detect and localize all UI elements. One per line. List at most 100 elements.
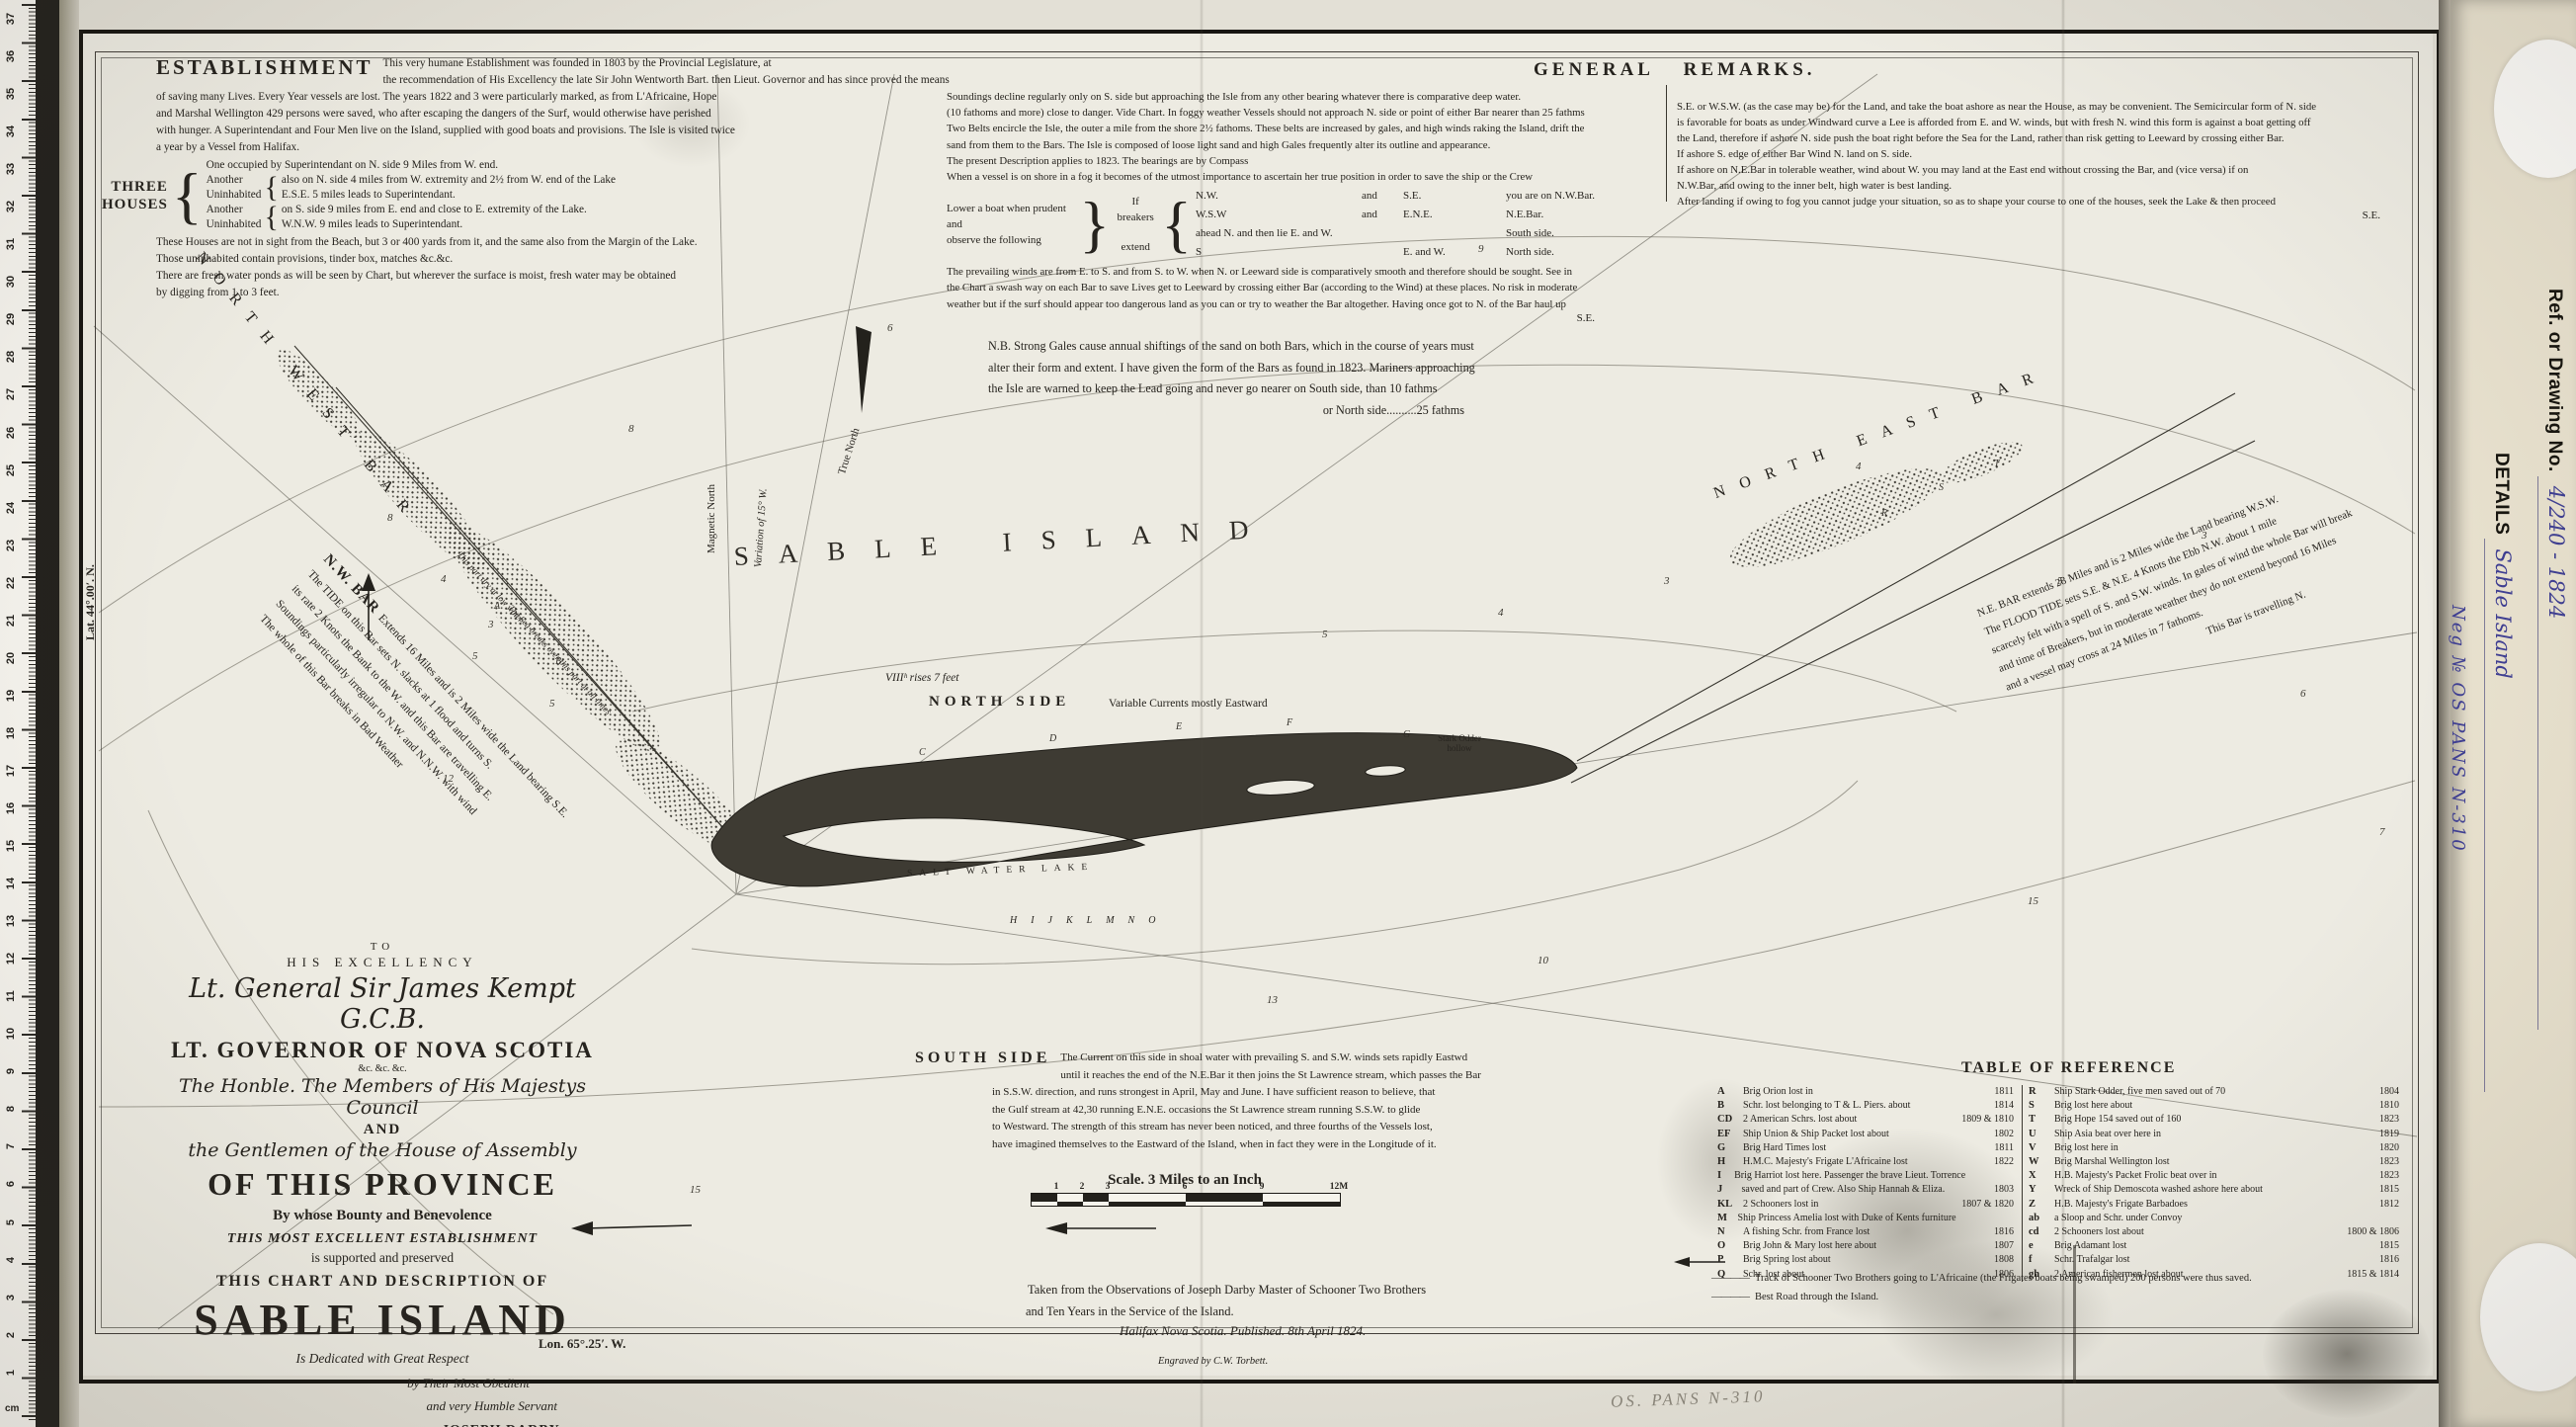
text-line: N.W.Bar, and owing to the inner belt, hi…: [1677, 180, 1953, 192]
depth-contours: [98, 235, 2416, 1315]
table-row: B Schr. lost belonging to T & L. Piers. …: [1717, 1100, 2014, 1112]
text-line: of saving many Lives. Every Year vessels…: [156, 91, 717, 103]
dedication-title: SABLE ISLAND: [194, 1296, 571, 1344]
establishment-note: ESTABLISHMENT This very humane Establish…: [102, 55, 950, 301]
table-row: W Brig Marshal Wellington lost 1823: [2029, 1156, 2399, 1168]
reference-table-title: TABLE OF REFERENCE: [1961, 1059, 2177, 1076]
ruler-number: 28: [4, 351, 17, 364]
text-line: with hunger. A Superintendant and Four M…: [156, 125, 735, 136]
longitude-label: Lon. 65°.25′. W.: [539, 1336, 626, 1351]
depth-sounding: 8: [387, 512, 393, 524]
house-line: W.N.W. 9 miles leads to Superintendant.: [281, 218, 463, 230]
text-line: After landing if owing to fog you cannot…: [1677, 196, 2276, 208]
dedication-chart-of: THIS CHART AND DESCRIPTION OF: [215, 1273, 549, 1290]
ruler-number: 1: [4, 1369, 17, 1376]
text-line: When a vessel is on shore in a fog it be…: [947, 171, 1534, 184]
ruler-number: 14: [4, 877, 17, 890]
table-row: cd 2 Schooners lost about 1800 & 1806: [2029, 1226, 2399, 1238]
ruler-number: 35: [4, 87, 17, 101]
ruler-number: 12: [4, 953, 17, 965]
text-line: There are fresh water ponds as will be s…: [156, 270, 677, 282]
table-row: T Brig Hope 154 saved out of 160 1823: [2029, 1114, 2399, 1126]
wreck-letter: S: [1939, 482, 1944, 493]
imprint-line: Taken from the Observations of Joseph Da…: [1028, 1283, 1427, 1297]
three-houses: THREE HOUSES { One occupied by Superinte…: [102, 158, 838, 232]
ruler-number: 3: [4, 1294, 17, 1301]
card-cutout: [2480, 1243, 2576, 1391]
nb-warning-note: N.B. Strong Gales cause annual shiftings…: [988, 336, 1534, 421]
dedication-province: OF THIS PROVINCE: [208, 1166, 557, 1202]
table-row: Y Wreck of Ship Demoscota washed ashore …: [2029, 1184, 2399, 1196]
text-line: Soundings decline regularly only on S. s…: [947, 91, 1522, 103]
text-line: weather but if the surf should appear to…: [947, 297, 1566, 310]
breaker-intro: Lower a boat when prudent and: [947, 203, 1066, 231]
depth-sounding: 4: [441, 573, 447, 585]
table-row: X H.B. Majesty's Packet Frolic beat over…: [2029, 1170, 2399, 1182]
text-line: have imagined themselves to the Eastward…: [992, 1137, 1437, 1150]
chart-border-inner2: [101, 57, 2413, 1328]
text-line: Those uninhabited contain provisions, ti…: [156, 253, 454, 265]
sheet-gap-shadow: [2439, 0, 2451, 1427]
imprint-line: and Ten Years in the Service of the Isla…: [1026, 1304, 1234, 1318]
houses-label: HOUSES: [102, 196, 168, 212]
text-line: N.B. Strong Gales cause annual shiftings…: [988, 339, 1474, 353]
dedication-assembly: the Gentlemen of the House of Assembly: [188, 1139, 577, 1161]
dedication-cartouche: TO HIS EXCELLENCY Lt. General Sir James …: [148, 941, 617, 1427]
ruler-unit-label: cm: [5, 1403, 20, 1414]
south-side-note: SOUTH SIDE The Current on this side in s…: [915, 1049, 1537, 1154]
legend-line-symbol: ————: [1711, 1273, 1750, 1284]
breaker-row: W.S.W and E.N.E. N.E.Bar.: [1196, 209, 1544, 221]
legend-line: ————Track of Schooner Two Brothers going…: [1711, 1273, 2252, 1284]
text-line: The present Description applies to 1823.…: [947, 154, 1249, 167]
reference-table: A Brig Orion lost in 1811 B Schr. lost b…: [1717, 1085, 2399, 1282]
ruler-number: 7: [4, 1143, 17, 1150]
ruler-number: 26: [4, 426, 17, 439]
text-line: The Current on this side in shoal water …: [1060, 1051, 1468, 1063]
dedication-etc: &c. &c. &c.: [358, 1063, 407, 1074]
scale-tick-label: 3: [1105, 1182, 1111, 1192]
ruler-number: 6: [4, 1181, 17, 1188]
shore-reference-letters: HIJKLMNO: [1010, 915, 1170, 926]
breaker-mid: extend: [1121, 241, 1150, 254]
ruler-number: 20: [4, 651, 17, 664]
brace-glyph: {: [264, 171, 279, 204]
depth-sounding: 3: [1664, 575, 1670, 587]
ruler-number: 2: [4, 1331, 17, 1338]
text-line: by digging from 1 to 3 feet.: [156, 287, 280, 298]
ruler-number: 29: [4, 313, 17, 326]
rhumb-lines: [93, 73, 2418, 1330]
table-row: N A fishing Schr. from France lost 1816: [1717, 1226, 2014, 1238]
depth-sounding: 8: [628, 423, 634, 435]
text-line: S.E. or W.S.W. (as the case may be) for …: [1677, 101, 2317, 113]
wreck-letter: T: [1994, 459, 2000, 469]
ruler-number: 24: [4, 501, 17, 514]
dedication-supported: is supported and preserved: [310, 1250, 455, 1265]
depth-sounding: 4: [1856, 461, 1862, 472]
ruler-number: 31: [4, 238, 17, 251]
sand-bars: [276, 348, 2024, 853]
text-line: until it reaches the end of the N.E.Bar …: [1060, 1068, 1481, 1081]
archive-label-card: [2451, 0, 2576, 1427]
depth-sounding: 4: [1498, 607, 1504, 619]
depth-sounding: 6: [887, 322, 893, 334]
wreck-letter: F: [1287, 717, 1293, 728]
legend-line-symbol: ————: [1711, 1292, 1750, 1302]
latitude-label: Lat. 44°.00′. N.: [83, 564, 97, 640]
ruler-number: 11: [4, 990, 17, 1003]
table-row: V Brig lost here in 1820: [2029, 1141, 2399, 1153]
dedication-governor: LT. GOVERNOR OF NOVA SCOTIA: [171, 1038, 594, 1062]
wreck-letter: C: [919, 747, 926, 758]
general-remarks: S.E. or W.S.W. (as the case may be) for …: [1677, 99, 2420, 221]
general-remarks-title: GENERAL REMARKS.: [1534, 59, 1816, 80]
house-label: Another: [206, 204, 243, 215]
establishment-footnotes: These Houses are not in sight from the B…: [156, 234, 838, 301]
table-row: J saved and part of Crew. Also Ship Hann…: [1717, 1184, 2014, 1196]
ruler-number: 13: [4, 915, 17, 928]
breaker-row: S E. and W. North side.: [1196, 246, 1554, 259]
text-line: The prevailing winds are from E. to S. a…: [947, 266, 1572, 279]
table-row: O Brig John & Mary lost here about 1807: [1717, 1240, 2014, 1252]
card-cutout: [2494, 40, 2576, 178]
